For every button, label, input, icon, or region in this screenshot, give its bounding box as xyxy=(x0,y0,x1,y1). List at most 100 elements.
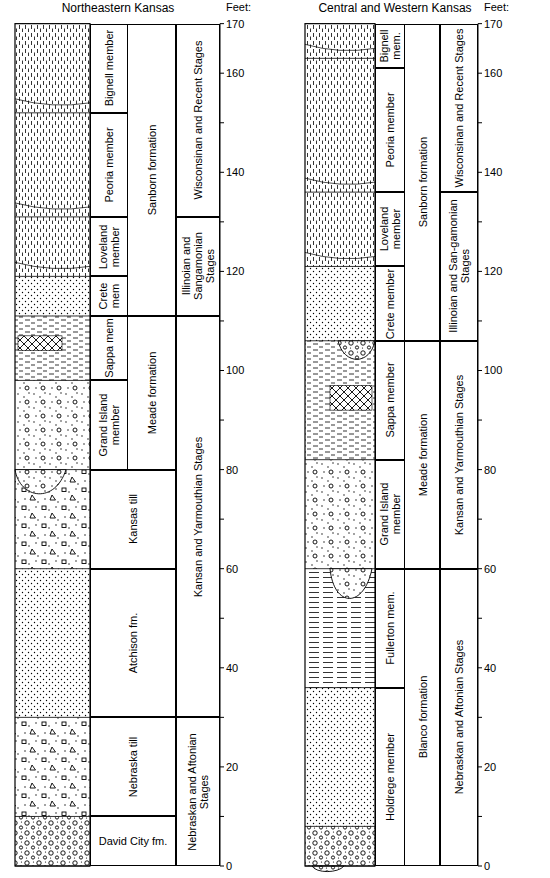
scale-tick xyxy=(220,717,224,718)
scale-tick xyxy=(478,221,482,222)
channel-fill xyxy=(312,866,344,872)
stage-name: Illinoian and San-gamonian Stages xyxy=(447,194,471,339)
member-band: Loveland member xyxy=(90,217,128,276)
rock-unit xyxy=(15,276,90,316)
formation-name: Nebraska till xyxy=(127,719,139,814)
stage-band: Wisconsinan and Recent Stages xyxy=(176,24,220,217)
member-band: Sappa mem xyxy=(90,316,128,380)
member-band: Grand Island member xyxy=(375,460,405,569)
soil-horizon xyxy=(305,44,375,50)
member-name: Peoria member xyxy=(103,115,115,215)
scale-number: 170 xyxy=(226,18,244,30)
rock-unit xyxy=(15,569,90,718)
formation-name: Meade formation xyxy=(416,343,428,567)
scale-tick xyxy=(220,122,224,123)
scale-tick xyxy=(478,618,482,619)
formation-band: Blanco formationFullerton mem.Holdrege m… xyxy=(375,569,440,866)
member-band: Bignell mem. xyxy=(375,24,405,69)
scale-number: 160 xyxy=(484,67,502,79)
rock-unit xyxy=(305,192,375,266)
scale-tick xyxy=(220,667,224,668)
formation-band: Sanborn formation Bignell memberPeoria me… xyxy=(90,24,176,316)
contact-line xyxy=(305,826,375,827)
member-band: Holdrege member xyxy=(375,688,405,866)
volcanic-ash xyxy=(330,385,372,410)
scale-tick xyxy=(220,568,224,569)
scale-tick xyxy=(478,73,482,74)
scale-tick xyxy=(478,469,482,470)
member-band: Peoria member xyxy=(90,113,128,217)
channel-ground xyxy=(330,569,372,599)
scale-number: 160 xyxy=(226,67,244,79)
scale-tick xyxy=(478,420,482,421)
scale-number: 120 xyxy=(226,265,244,277)
rock-unit xyxy=(15,217,90,276)
contact-line xyxy=(15,276,90,277)
member-name: Crete mem xyxy=(97,278,121,314)
scale-tick xyxy=(220,519,224,520)
scale-tick xyxy=(478,816,482,817)
scale-tick xyxy=(478,568,482,569)
scale-number: 140 xyxy=(484,166,502,178)
scale-tick xyxy=(220,618,224,619)
channel-ground xyxy=(312,866,344,872)
member-band: Loveland member xyxy=(375,192,405,266)
scale-tick xyxy=(220,271,224,272)
member-band: Grand Island member xyxy=(90,380,128,469)
contact-line xyxy=(15,315,90,316)
formation-band: Kansas till xyxy=(90,470,176,569)
scale-number: 120 xyxy=(484,265,502,277)
scale-tick xyxy=(478,271,482,272)
rock-unit xyxy=(15,470,90,569)
scale-tick xyxy=(220,816,224,817)
rock-unit xyxy=(305,688,375,827)
scale-number: 100 xyxy=(226,364,244,376)
scale-tick xyxy=(220,469,224,470)
scale-number: 0 xyxy=(484,860,490,872)
member-band: Bignell member xyxy=(90,24,128,113)
soil-horizon xyxy=(305,252,375,258)
channel-fill xyxy=(330,569,372,599)
scale-tick xyxy=(220,370,224,371)
formation-band: Sanborn formation Bignell mem.Peoria memb… xyxy=(375,24,440,341)
column-outline xyxy=(15,24,90,866)
soil-horizon xyxy=(15,262,90,268)
scale-tick xyxy=(478,122,482,123)
scale-tick xyxy=(220,172,224,173)
scale-tick xyxy=(220,320,224,321)
rock-unit xyxy=(305,58,375,192)
scale-tick xyxy=(220,866,224,867)
axis-unit: Feet: xyxy=(226,1,251,13)
member-name: Holdrege member xyxy=(384,690,396,864)
formation-band: Meade formationSappa memGrand Island mem… xyxy=(90,316,176,470)
channel-ground xyxy=(338,341,375,360)
contact-line xyxy=(15,568,90,569)
formation-name: Sanborn formation xyxy=(146,26,158,314)
stage-name: Illinoian and Sangamonian Stages xyxy=(180,219,216,314)
formation-name: Sanborn formation xyxy=(416,26,428,339)
scale-tick xyxy=(478,172,482,173)
scale-tick xyxy=(478,866,482,867)
member-name: Fullerton mem. xyxy=(384,571,396,686)
member-name: Grand Island member xyxy=(378,462,402,567)
scale-tick xyxy=(220,766,224,767)
stage-name: Nebraskan and Aftonian Stages xyxy=(453,571,465,864)
formation-name: David City fm. xyxy=(93,835,173,847)
panel-title: Northeastern Kansas xyxy=(62,2,175,15)
channel-fill xyxy=(15,470,66,494)
stage-name: Kansan and Yarmouthian Stages xyxy=(192,318,204,715)
member-name: Peoria member xyxy=(384,70,396,190)
scale-tick xyxy=(478,667,482,668)
rock-unit xyxy=(15,816,90,866)
rock-unit xyxy=(15,717,90,816)
scale-number: 0 xyxy=(226,860,232,872)
member-band: Crete mem xyxy=(90,276,128,316)
rock-unit xyxy=(15,316,90,380)
scale-tick xyxy=(478,23,482,24)
scale-tick xyxy=(220,221,224,222)
scale-tick xyxy=(220,420,224,421)
soil-horizon xyxy=(15,203,90,209)
channel-fill xyxy=(338,341,375,360)
rock-unit xyxy=(305,266,375,340)
rock-unit xyxy=(15,24,90,113)
